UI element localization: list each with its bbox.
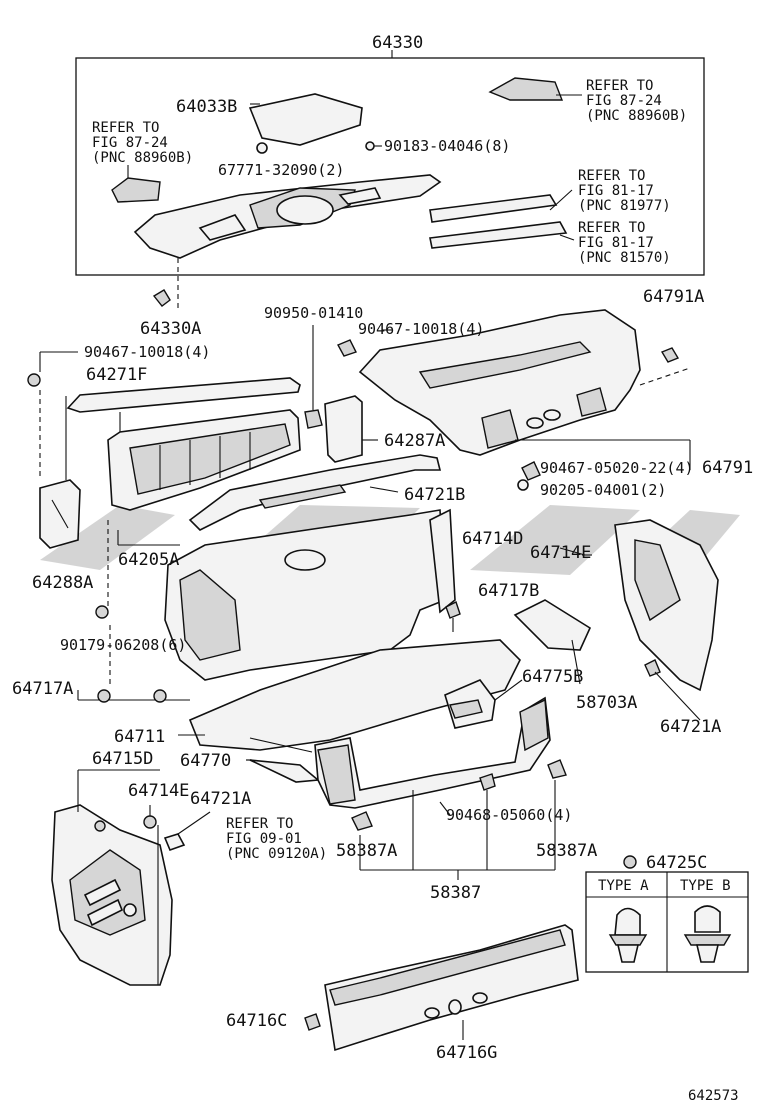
trim-64770	[246, 759, 320, 783]
label-64717A: 64717A	[12, 679, 73, 699]
label-type-b: TYPE B	[680, 878, 731, 894]
trim-64721B	[188, 454, 442, 531]
label-refer3-c: (PNC 81977)	[578, 198, 671, 214]
label-90950: 90950-01410	[264, 304, 363, 322]
clip-64717B	[445, 601, 461, 632]
trunk-liner-64711	[164, 508, 521, 751]
label-64721A-left: 64721A	[190, 789, 251, 809]
label-64791A: 64791A	[643, 287, 704, 307]
bracket-64775B	[444, 679, 523, 729]
clip-64717A	[77, 625, 190, 703]
label-refer2-a: REFER TO	[586, 78, 653, 94]
label-64716G: 64716G	[436, 1043, 497, 1063]
label-refer1-a: REFER TO	[92, 120, 159, 136]
label-refer4-b: FIG 81-17	[578, 235, 654, 251]
label-64287A: 64287A	[384, 431, 445, 451]
package-tray-group	[75, 50, 705, 276]
label-64711: 64711	[114, 727, 165, 747]
label-refer3-b: FIG 81-17	[578, 183, 654, 199]
figure-number: 642573	[688, 1088, 739, 1104]
label-refer3-a: REFER TO	[578, 168, 645, 184]
label-58387A-left: 58387A	[336, 841, 397, 861]
label-64288A: 64288A	[32, 573, 93, 593]
label-90467-05020: 90467-05020-22(4)	[540, 459, 694, 477]
clip-types-box	[585, 855, 749, 973]
label-64714E-left: 64714E	[128, 781, 189, 801]
label-refer1-b: FIG 87-24	[92, 135, 168, 151]
label-67771: 67771-32090(2)	[218, 161, 344, 179]
label-64715D: 64715D	[92, 749, 153, 769]
kick-plate-58387	[314, 696, 567, 880]
lid-panel	[358, 309, 691, 491]
label-refer1-c: (PNC 88960B)	[92, 150, 193, 166]
label-64330A: 64330A	[140, 319, 201, 339]
label-64033B: 64033B	[176, 97, 237, 117]
labels: 64330 64033B 90183-04046(8) 67771-32090(…	[12, 33, 753, 1104]
label-refer2-c: (PNC 88960B)	[586, 108, 687, 124]
side-trim-right	[614, 519, 719, 721]
label-90468: 90468-05060(4)	[446, 806, 572, 824]
label-64330: 64330	[372, 33, 423, 53]
label-90467-right: 90467-10018(4)	[358, 320, 484, 338]
label-58387A-right: 58387A	[536, 841, 597, 861]
leader-lines	[39, 94, 592, 816]
panel-58703A	[513, 599, 592, 685]
label-type-a: TYPE A	[598, 878, 649, 894]
label-64775B: 64775B	[522, 667, 583, 687]
label-90467-left: 90467-10018(4)	[84, 343, 210, 361]
label-58703A: 58703A	[576, 693, 637, 713]
label-refer5-b: FIG 09-01	[226, 831, 302, 847]
bracket-64287A	[304, 325, 378, 463]
label-58387: 58387	[430, 883, 481, 903]
clip-64330A	[152, 258, 179, 310]
label-64205A: 64205A	[118, 550, 179, 570]
label-90205: 90205-04001(2)	[540, 481, 666, 499]
label-64721B: 64721B	[404, 485, 465, 505]
label-64271F: 64271F	[86, 365, 147, 385]
label-64770: 64770	[180, 751, 231, 771]
label-64725C: 64725C	[646, 853, 707, 873]
label-refer5-c: (PNC 09120A)	[226, 846, 327, 862]
label-refer4-a: REFER TO	[578, 220, 645, 236]
label-64714D: 64714D	[462, 529, 523, 549]
label-64714E-right: 64714E	[530, 543, 591, 563]
label-64716C: 64716C	[226, 1011, 287, 1031]
label-64791: 64791	[702, 458, 753, 478]
rear-trim-64716G	[304, 924, 579, 1052]
label-refer4-c: (PNC 81570)	[578, 250, 671, 266]
side-trim-left	[51, 769, 211, 986]
label-refer5-a: REFER TO	[226, 816, 293, 832]
rear-panel-64271F	[27, 373, 301, 619]
label-90183: 90183-04046(8)	[384, 137, 510, 155]
label-refer2-b: FIG 87-24	[586, 93, 662, 109]
label-64717B: 64717B	[478, 581, 539, 601]
label-64721A-right: 64721A	[660, 717, 721, 737]
label-90179: 90179-06208(6)	[60, 636, 186, 654]
